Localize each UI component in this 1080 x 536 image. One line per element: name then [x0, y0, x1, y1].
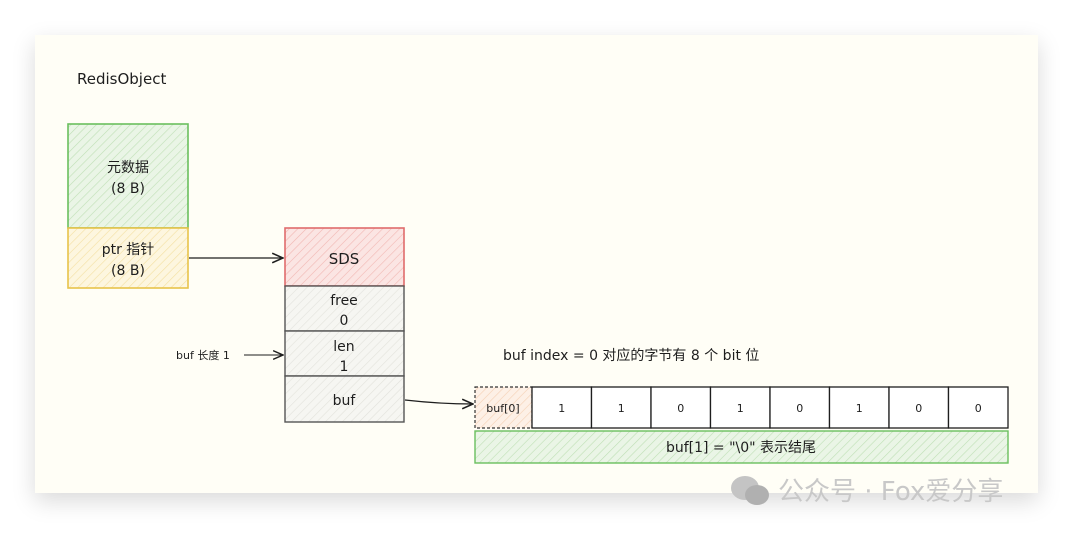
bit-value: 1 — [737, 402, 744, 415]
buf-arrow — [404, 400, 473, 404]
watermark: 公众号 · Fox爱分享 — [731, 476, 1003, 507]
buf0-cell: buf[0] — [474, 386, 533, 429]
svg-text:1: 1 — [340, 359, 349, 375]
svg-text:len: len — [333, 339, 354, 355]
terminator-box: buf[1] = "\0" 表示结尾 — [474, 430, 1009, 464]
svg-text:SDS: SDS — [329, 250, 360, 268]
svg-text:buf[1] = "\0" 表示结尾: buf[1] = "\0" 表示结尾 — [666, 440, 816, 456]
bit-value: 0 — [915, 402, 922, 415]
svg-text:元数据: 元数据 — [107, 160, 149, 176]
bit-value: 1 — [558, 402, 565, 415]
svg-text:0: 0 — [340, 313, 349, 329]
svg-text:buf: buf — [333, 393, 357, 409]
diagram-title: RedisObject — [77, 70, 166, 88]
bit-cell — [590, 386, 652, 429]
bit-cells: 1 1 0 1 0 1 0 0 — [531, 386, 1009, 429]
len-annotation: buf 长度 1 — [176, 348, 230, 362]
redis-object-metadata-box: 元数据 (8 B) — [67, 123, 189, 229]
bit-cell — [769, 386, 831, 429]
svg-text:free: free — [330, 293, 358, 309]
redis-object-ptr-box: ptr 指针 (8 B) — [67, 227, 189, 289]
svg-text:ptr 指针: ptr 指针 — [102, 242, 155, 258]
bit-cell — [531, 386, 593, 429]
svg-text:(8 B): (8 B) — [111, 263, 145, 279]
bit-value: 0 — [975, 402, 982, 415]
sds-header-box: SDS — [284, 227, 405, 287]
svg-text:公众号 · Fox爱分享: 公众号 · Fox爱分享 — [778, 477, 1003, 507]
bit-cell — [947, 386, 1009, 429]
bit-value: 1 — [856, 402, 863, 415]
svg-text:(8 B): (8 B) — [111, 181, 145, 197]
bit-value: 0 — [677, 402, 684, 415]
bit-value: 1 — [618, 402, 625, 415]
bit-cell — [709, 386, 771, 429]
wechat-icon — [731, 476, 769, 505]
svg-text:buf[0]: buf[0] — [486, 402, 519, 415]
bits-caption: buf index = 0 对应的字节有 8 个 bit 位 — [503, 347, 759, 364]
sds-free-box: free 0 — [284, 285, 405, 332]
sds-buf-box: buf — [284, 375, 405, 423]
bit-cell — [650, 386, 712, 429]
bit-value: 0 — [796, 402, 803, 415]
bit-cell — [888, 386, 950, 429]
sds-len-box: len 1 — [284, 330, 405, 377]
bit-cell — [828, 386, 890, 429]
